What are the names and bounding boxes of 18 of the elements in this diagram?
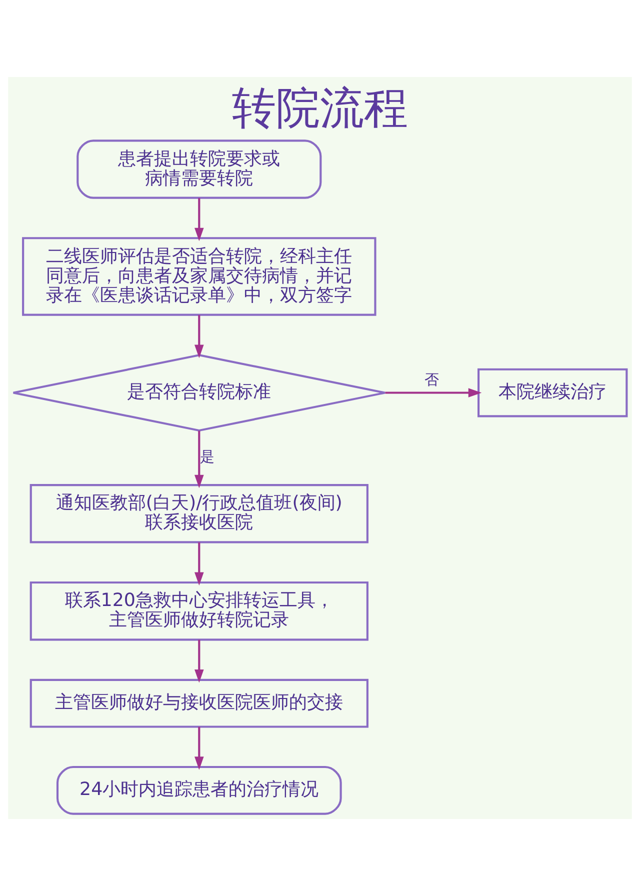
edge-label: 否: [424, 372, 439, 389]
node-box: 联系120急救中心安排转运工具，主管医师做好转院记录: [30, 581, 368, 641]
arrow: [194, 430, 204, 488]
edge-label: 是: [200, 449, 214, 466]
arrow: [194, 198, 204, 242]
arrow: [194, 315, 204, 358]
arrow: [194, 726, 204, 770]
arrow: [194, 640, 204, 683]
arrow: [385, 388, 482, 398]
node-box: 主管医师做好与接收医院医师的交接: [30, 678, 368, 728]
node-box: 24小时内追踪患者的治疗情况: [56, 766, 342, 815]
node-box: 通知医教部(白天)/行政总值班(夜间)联系接收医院: [30, 484, 368, 544]
diagram-title: 转院流程: [232, 82, 408, 134]
node-box: 患者提出转院要求或病情需要转院: [76, 140, 322, 199]
arrow: [194, 542, 204, 586]
node-box: 本院继续治疗: [478, 368, 628, 418]
node-diamond: 是否符合转院标准: [12, 354, 386, 432]
node-box: 二线医师评估是否适合转院，经科主任同意后，向患者及家属交待病情，并记录在《医患谈话记录单》中，双方签字: [22, 237, 376, 316]
